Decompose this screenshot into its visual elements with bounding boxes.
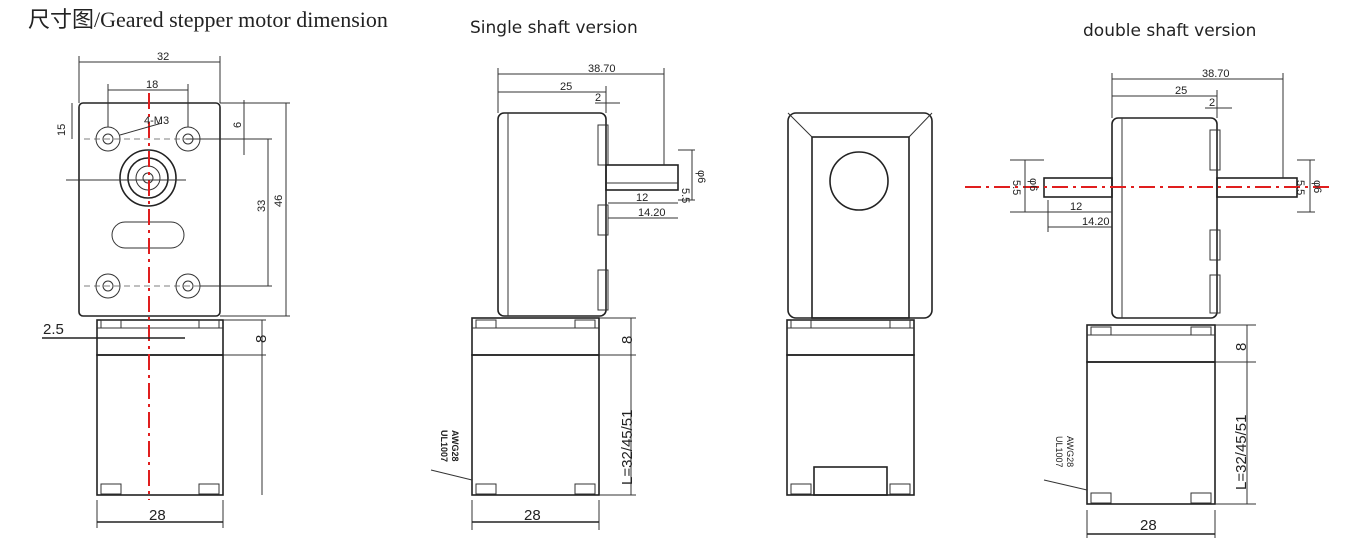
dim-38-70-double: 38.70	[1202, 68, 1230, 80]
double-shaft-title: double shaft version	[1083, 21, 1257, 41]
dim-m3: 4-M3	[144, 115, 169, 127]
single-shaft-view: 38.70 25 2 5.5 φ6 12 14.20 8 L=32/45/51 …	[430, 63, 707, 530]
dim-5-5-single: 5.5	[679, 188, 691, 203]
dim-phi6-single: φ6	[695, 170, 707, 183]
dim-46: 46	[273, 195, 285, 207]
dim-L-single: L=32/45/51	[619, 410, 636, 486]
output-shaft	[605, 164, 679, 191]
dim-8-single: 8	[619, 336, 636, 344]
single-shaft-title: Single shaft version	[470, 18, 638, 38]
back-boss	[829, 151, 889, 211]
gearbox-side-double	[1111, 117, 1218, 319]
page-title: 尺寸图/Geared stepper motor dimension	[28, 7, 388, 32]
dim-12-single: 12	[636, 192, 648, 204]
dim-33: 33	[256, 200, 268, 212]
dim-2-single: 2	[595, 92, 601, 104]
dim-15: 15	[56, 124, 68, 136]
dim-32: 32	[157, 51, 169, 63]
connector	[813, 466, 888, 496]
double-shaft-view: 38.70 25 2 5.5 φ6 5.5 φ6 12 14.20 8 L=32…	[965, 68, 1330, 538]
front-view: 32 18 15 6 4-M3 33 46 2.5 8 28	[42, 51, 290, 528]
motor-body-single	[471, 354, 600, 496]
wire-ul-single: UL1007	[439, 430, 449, 462]
wire-ul-double: UL1007	[1054, 436, 1064, 468]
dim-25-double: 25	[1175, 85, 1187, 97]
wire-awg-single: AWG28	[450, 430, 460, 462]
dim-38-70-single: 38.70	[588, 63, 616, 75]
dim-8: 8	[253, 335, 270, 343]
dim-phi6-right: φ6	[1311, 180, 1323, 193]
dim-14-20-single: 14.20	[638, 207, 666, 219]
dim-5-5-right: 5.5	[1294, 180, 1306, 195]
dim-5-5-left: 5.5	[1010, 180, 1022, 195]
motor-body	[96, 354, 224, 496]
output-hub	[119, 149, 177, 207]
dim-28-double: 28	[1140, 517, 1157, 534]
dim-25-single: 25	[560, 81, 572, 93]
dim-28: 28	[149, 507, 166, 524]
motor-flange-single	[471, 317, 600, 356]
wire-awg-double: AWG28	[1065, 436, 1075, 467]
dim-14-20-double: 14.20	[1082, 216, 1110, 228]
dim-2-5: 2.5	[43, 321, 64, 338]
dim-L-double: L=32/45/51	[1233, 415, 1250, 491]
dim-6: 6	[232, 122, 244, 128]
motor-body-double	[1086, 361, 1216, 505]
back-cover	[787, 112, 933, 319]
dim-28-single: 28	[524, 507, 541, 524]
dim-2-double: 2	[1209, 97, 1215, 109]
dim-phi6-left: φ6	[1027, 178, 1039, 191]
dim-18: 18	[146, 79, 158, 91]
back-view	[786, 112, 933, 496]
dim-8-double: 8	[1233, 343, 1250, 351]
motor-body-back	[786, 354, 915, 496]
dim-12-double: 12	[1070, 201, 1082, 213]
gearbox-side	[497, 112, 607, 317]
